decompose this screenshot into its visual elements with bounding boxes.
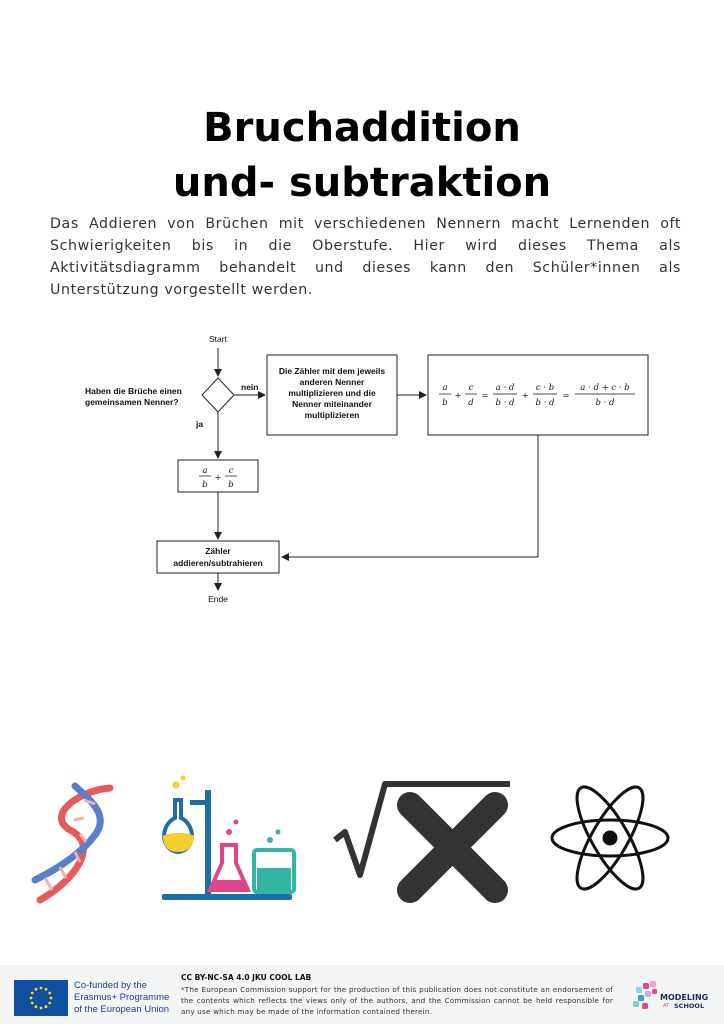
step-line-1: Die Zähler mit dem jeweils (279, 366, 386, 376)
yes-label: ja (195, 419, 203, 429)
decision-diamond (201, 377, 235, 413)
footer: Co-funded by the Erasmus+ Programme of t… (0, 965, 724, 1024)
formula-c: c (469, 383, 474, 393)
eu-line-3: of the European Union (74, 1004, 170, 1015)
formula-cb: c · b (536, 383, 554, 393)
step-line-3: multiplizieren und die (288, 388, 376, 398)
step-box (266, 354, 398, 436)
add-line-2: addieren/subtrahieren (173, 558, 262, 568)
formula-equals-1: = (481, 391, 488, 401)
question-line-1: Haben die Brüche einen (85, 386, 182, 396)
formula-bd-3: b · d (596, 398, 616, 408)
atom-icon (550, 785, 670, 891)
logo-at-text: AT (663, 1003, 670, 1009)
eu-line-2: Erasmus+ Programme (74, 992, 170, 1003)
eu-funding-text: Co-funded by the Erasmus+ Programme of t… (74, 980, 169, 1016)
logo-sub-text: SCHOOL (674, 1002, 705, 1010)
license-label: CC BY-NC-SA 4.0 JKU COOL LAB (181, 973, 312, 982)
end-label: Ende (208, 594, 228, 604)
common-b: b (202, 480, 207, 490)
add-box (156, 540, 280, 574)
science-icons (31, 775, 670, 904)
question-line-2: gemeinsamen Nenner? (85, 397, 179, 407)
common-plus: + (214, 473, 221, 483)
square-root-x-icon (333, 781, 510, 903)
add-line-1: Zähler (205, 546, 231, 556)
title-line-1: Bruchaddition (203, 104, 521, 151)
page-title: Bruchaddition und- subtraktion (0, 101, 724, 211)
chemistry-lab-icon (162, 775, 296, 900)
formula-sum: a · d + c · b (580, 383, 629, 393)
formula-ad: a · d (496, 383, 515, 393)
formula-d: d (468, 398, 474, 408)
formula-b: b (442, 398, 447, 408)
formula-plus-1: + (454, 391, 461, 401)
formula-plus-2: + (521, 391, 528, 401)
common-b-2: b (228, 480, 233, 490)
modeling-at-school-logo (633, 981, 657, 1009)
step-line-2: anderen Nenner (300, 377, 365, 387)
eu-flag-icon (14, 980, 68, 1016)
formula-bd-1: b · d (496, 398, 516, 408)
eu-line-1: Co-funded by the (74, 980, 147, 991)
title-line-2: und- subtraktion (172, 159, 552, 206)
arrow-formula-add (281, 435, 539, 561)
disclaimer-text: *The European Commission support for the… (181, 985, 613, 1016)
logo-main-text: MODELING (660, 993, 709, 1002)
step-line-5: multiplizieren (305, 410, 360, 420)
formula-equals-2: = (562, 391, 569, 401)
formula-box (427, 354, 649, 436)
dna-icon (31, 782, 114, 904)
formula-a: a (442, 383, 447, 393)
intro-paragraph: Das Addieren von Brüchen mit verschieden… (50, 216, 681, 299)
common-a: a (202, 466, 207, 476)
step-line-4: Nenner miteinander (292, 399, 373, 409)
start-label: Start (209, 334, 228, 344)
formula-bd-2: b · d (536, 398, 556, 408)
activity-diagram: Start Haben die Brüche einen gemeinsamen… (85, 334, 649, 604)
no-label: nein (241, 382, 258, 392)
common-c: c (229, 466, 234, 476)
